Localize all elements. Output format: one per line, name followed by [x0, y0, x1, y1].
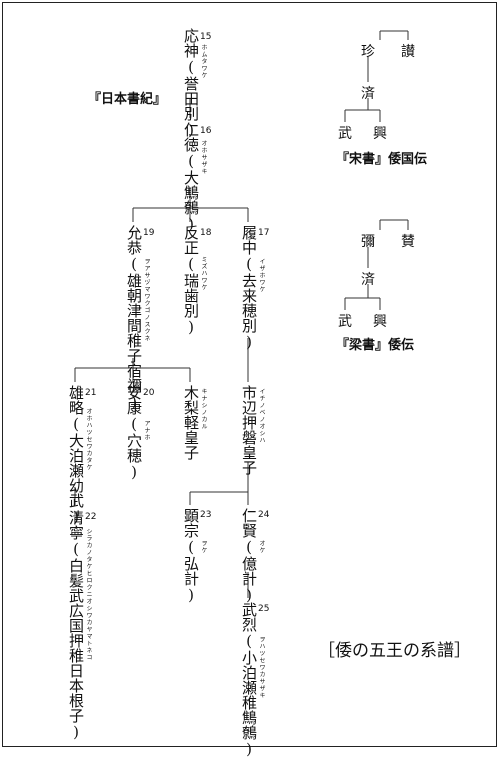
emperor-richu-reading: イザホワケ: [258, 258, 265, 293]
emperor-kenzo-reading: ヲケ: [200, 540, 207, 554]
emperor-kenzo: 顕宗(弘計): [182, 508, 200, 604]
song-shu-label: 『宋書』倭国伝: [336, 152, 428, 167]
emperor-anko-reading: アナホ: [143, 420, 150, 441]
song-king-bu: 武: [338, 126, 352, 142]
page-frame: [2, 2, 497, 747]
nihonshoki-label: 『日本書紀』: [88, 92, 167, 107]
emperor-hanzei-number: 18: [200, 228, 212, 238]
liang-king-kou: 興: [373, 314, 387, 330]
emperor-nintoku-reading: オホサザキ: [200, 140, 207, 175]
emperor-ingyo: 允恭(雄朝津間稚子宿禰): [125, 225, 143, 411]
emperor-kenzo-number: 23: [200, 510, 212, 520]
prince-kinashi-karu: 木梨軽皇子: [182, 385, 200, 460]
emperor-buretsu: 武烈(小泊瀬稚鷦鷯): [240, 602, 258, 758]
emperor-yuryaku-reading: オホハツセワカタケ: [85, 408, 92, 471]
emperor-ojin: 応神(誉田別): [182, 28, 200, 139]
emperor-hanzei-reading: ミズハワケ: [200, 256, 207, 291]
song-king-chin: 珍: [361, 44, 375, 60]
prince-ichinobe-oshiha-reading: イチノベノオシハ: [258, 388, 265, 444]
emperor-ojin-number: 15: [200, 32, 212, 42]
liang-king-sei: 済: [361, 272, 375, 288]
emperor-ninken-number: 24: [258, 510, 270, 520]
emperor-richu: 履中(去来穂別): [240, 225, 258, 351]
liang-king-bu: 武: [338, 314, 352, 330]
liang-king-san: 賛: [401, 234, 415, 250]
emperor-nintoku-number: 16: [200, 126, 212, 136]
song-king-san: 讃: [401, 44, 415, 60]
emperor-ninken-reading: オケ: [258, 540, 265, 554]
emperor-hanzei: 反正(瑞歯別): [182, 225, 200, 336]
liang-shu-label: 『梁書』倭伝: [336, 338, 415, 353]
emperor-buretsu-number: 25: [258, 604, 270, 614]
emperor-richu-number: 17: [258, 228, 270, 238]
prince-ichinobe-oshiha: 市辺押磐皇子: [240, 385, 258, 475]
prince-kinashi-karu-reading: キナシノカル: [200, 388, 207, 430]
emperor-seinei-reading: シラカノタケヒロクニオシワカヤマトネコ: [85, 528, 92, 661]
emperor-ingyo-reading: ヲアサヅマワクゴノスクネ: [143, 258, 150, 342]
emperor-ojin-reading: ホムタワケ: [200, 44, 207, 79]
emperor-yuryaku: 雄略(大泊瀬幼武): [67, 385, 85, 526]
song-king-kou: 興: [373, 126, 387, 142]
emperor-seinei: 清寧(白髪武広国押稚日本根子): [67, 510, 85, 741]
emperor-anko-number: 20: [143, 388, 155, 398]
emperor-yuryaku-number: 21: [85, 388, 97, 398]
liang-king-mi: 彌: [361, 234, 375, 250]
emperor-ninken: 仁賢(億計): [240, 508, 258, 604]
emperor-buretsu-reading: ヲハツセワカサザキ: [258, 636, 265, 699]
emperor-ingyo-number: 19: [143, 228, 155, 238]
emperor-anko: 安康(穴穂): [125, 385, 143, 481]
figure-title: ［倭の五王の系譜］: [318, 641, 471, 661]
emperor-nintoku: 仁徳(大鷦鷯): [182, 122, 200, 233]
emperor-seinei-number: 22: [85, 512, 97, 522]
song-king-sei: 済: [361, 86, 375, 102]
